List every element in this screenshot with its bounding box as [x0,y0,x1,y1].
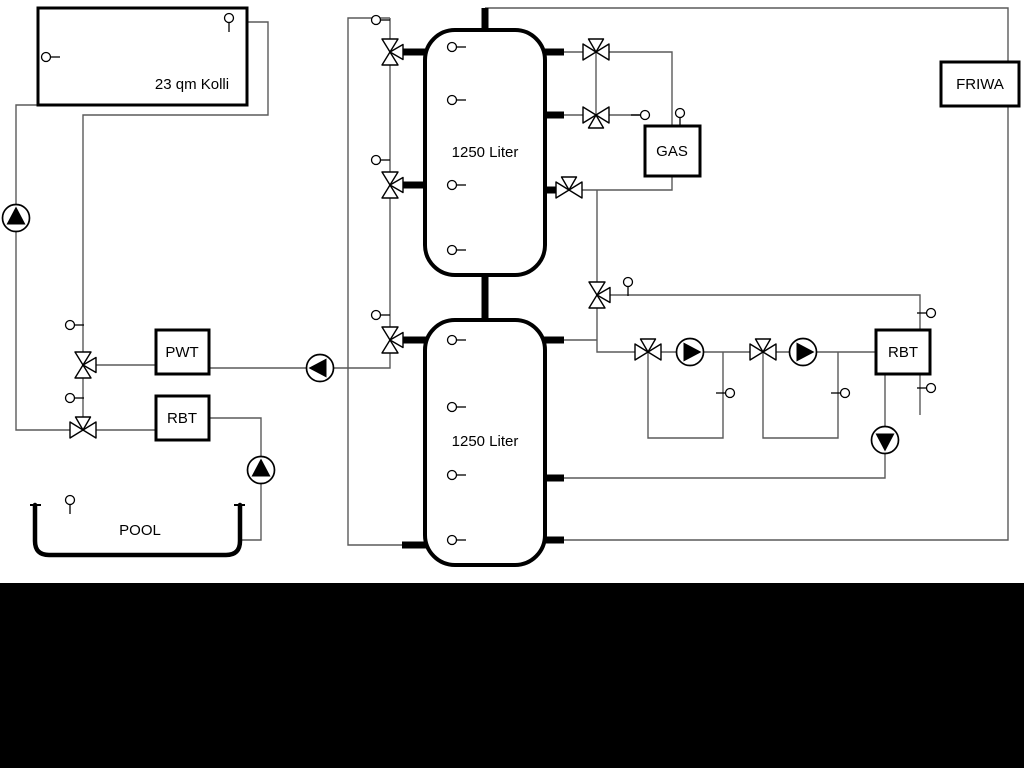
pump-icon [305,353,335,383]
pipe-segment [15,104,70,431]
friwa-station-box [939,60,1021,108]
rbt-right-box [874,328,932,376]
pool-basin [32,502,243,558]
pipe-segment [82,21,269,430]
tank-lower-label: 1250 Liter [452,433,519,450]
solar-collector-box [36,6,249,107]
pump-icon [1,203,31,233]
tank-connection-stubs [400,8,564,549]
tank-upper-label: 1250 Liter [452,144,519,161]
rbt-left-box [154,394,211,442]
pipe-segment [485,7,1009,541]
pump-icon [788,337,818,367]
pump-icon [870,425,900,455]
mixing-loop-pipe [762,352,839,439]
rbt-right-label: RBT [888,344,918,361]
pipe-segment [596,190,876,353]
friwa-label: FRIWA [956,76,1004,93]
pwt-label: PWT [165,344,198,361]
mixing-loop-pipe [647,352,724,439]
pwt-heat-exchanger-box [154,328,211,376]
pool-label: POOL [119,522,161,539]
gas-boiler-box [643,124,702,178]
pipe-segment [556,176,673,191]
letterbox-bottom [0,583,1024,768]
gas-label: GAS [656,143,688,160]
pipe-segment [209,18,391,369]
rbt-left-label: RBT [167,410,197,427]
pipe-segment [347,17,404,546]
pump-icon [675,337,705,367]
pipe-segment [562,374,886,479]
collector-label: 23 qm Kolli [155,76,229,93]
pump-icon [246,455,276,485]
